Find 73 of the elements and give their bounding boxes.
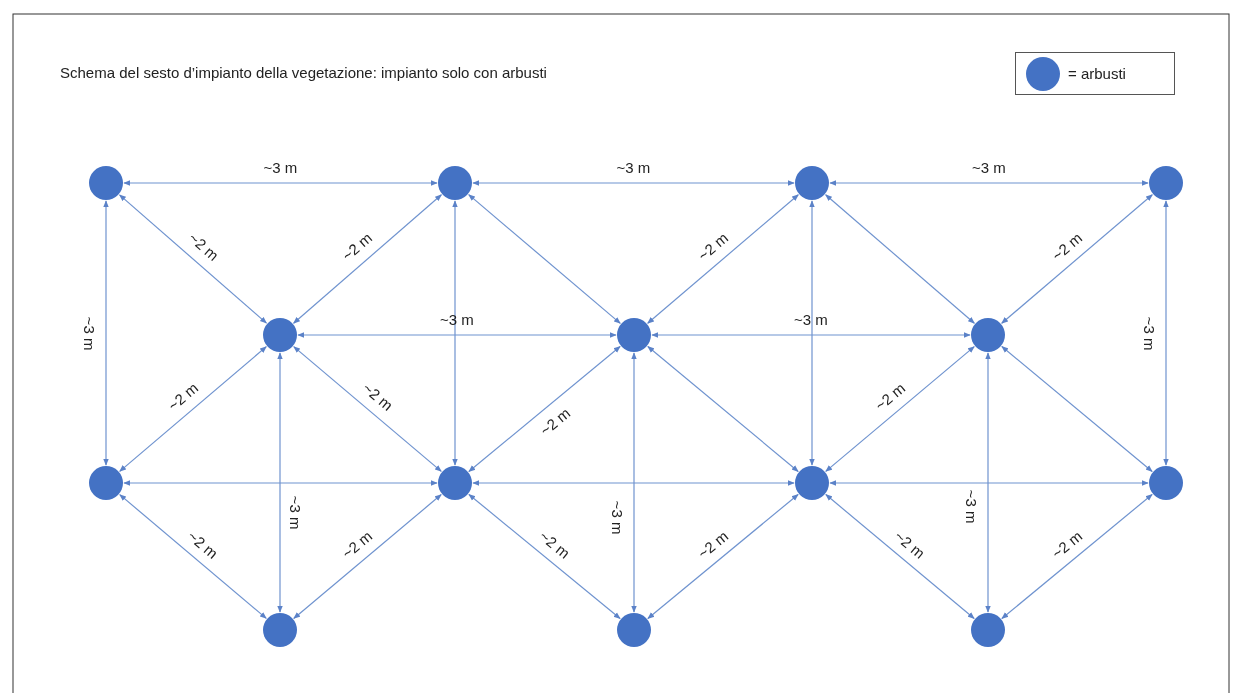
double-arrow xyxy=(631,352,637,613)
shrub-circle xyxy=(971,613,1005,647)
edge-label: ~3 m xyxy=(794,311,828,327)
shrub-circle xyxy=(438,466,472,500)
double-arrow xyxy=(1163,200,1169,466)
double-arrow xyxy=(1001,493,1153,620)
double-arrow xyxy=(118,194,268,324)
double-arrow xyxy=(123,180,438,186)
double-arrow xyxy=(1001,345,1153,473)
double-arrow xyxy=(647,345,799,473)
shrub-circle xyxy=(263,318,297,352)
edge-label: ~2 m xyxy=(694,527,731,561)
shrub-circle xyxy=(89,466,123,500)
edge-label: ~2 m xyxy=(185,230,222,264)
diagram-title: Schema del sesto d’impianto della vegetazione: impianto solo con arbusti xyxy=(60,64,547,81)
double-arrow xyxy=(829,180,1149,186)
double-arrow xyxy=(472,480,795,486)
edge-label: ~2 m xyxy=(871,380,908,414)
legend-text: = arbusti xyxy=(1068,65,1126,82)
double-arrow xyxy=(452,200,458,466)
edge-label: ~2 m xyxy=(1048,230,1085,264)
edge-label: ~2 m xyxy=(360,380,396,414)
edge-label: ~3 m xyxy=(288,495,304,529)
edge-label: ~2 m xyxy=(339,230,375,264)
edge-label: ~3 m xyxy=(972,159,1006,175)
shrub-circle xyxy=(438,166,472,200)
shrub-circle xyxy=(795,466,829,500)
edge-label: ~2 m xyxy=(185,527,221,561)
shrub-circle xyxy=(89,166,123,200)
double-arrow xyxy=(293,346,442,472)
double-arrow xyxy=(829,480,1149,486)
double-arrow xyxy=(647,194,799,324)
edge-label: ~2 m xyxy=(1048,527,1085,561)
double-arrow xyxy=(825,493,975,620)
shrub-circle xyxy=(971,318,1005,352)
shrub-circle xyxy=(617,613,651,647)
double-arrow xyxy=(468,493,621,620)
edge-label: ~3 m xyxy=(964,489,980,523)
edge-label: ~2 m xyxy=(339,527,375,561)
double-arrow xyxy=(472,180,795,186)
double-arrow xyxy=(825,194,975,324)
edge-label: ~2 m xyxy=(536,527,573,561)
double-arrow xyxy=(985,352,991,613)
edge-label: ~3 m xyxy=(82,316,98,350)
double-arrow xyxy=(293,194,442,324)
double-arrow xyxy=(297,332,617,338)
edge-label: ~2 m xyxy=(164,380,201,414)
double-arrow xyxy=(277,352,283,613)
double-arrow xyxy=(809,200,815,466)
double-arrow xyxy=(468,345,621,473)
double-arrow xyxy=(1001,194,1153,324)
double-arrow xyxy=(651,332,971,338)
shrub-circle xyxy=(617,318,651,352)
double-arrow xyxy=(119,494,267,619)
edge-label: ~2 m xyxy=(694,230,731,264)
edge-label: ~3 m xyxy=(263,159,298,175)
double-arrow xyxy=(825,345,975,473)
double-arrow xyxy=(103,200,109,466)
edge-label: ~3 m xyxy=(616,159,651,175)
edge-label: ~3 m xyxy=(440,311,474,327)
shrub-circle xyxy=(263,613,297,647)
double-arrow xyxy=(123,480,438,486)
double-arrow xyxy=(119,346,267,472)
edge-label: ~2 m xyxy=(536,404,573,438)
edge-label: ~3 m xyxy=(1142,316,1158,350)
double-arrow xyxy=(647,493,799,620)
shrub-circle xyxy=(795,166,829,200)
double-arrow xyxy=(468,194,621,324)
edge-label: ~3 m xyxy=(610,501,626,535)
double-arrow xyxy=(293,493,442,619)
shrub-circle xyxy=(1149,466,1183,500)
edge-label: ~2 m xyxy=(892,527,928,561)
shrub-circle xyxy=(1149,166,1183,200)
